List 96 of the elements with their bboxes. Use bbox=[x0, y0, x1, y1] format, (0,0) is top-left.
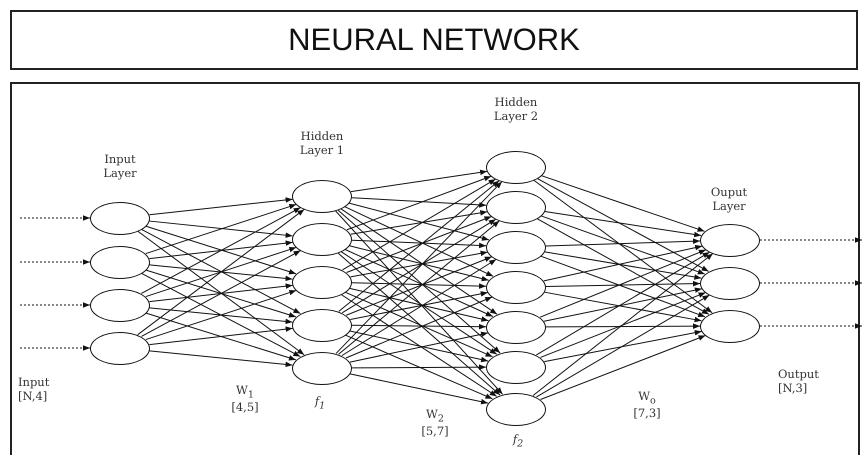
neuron-circle bbox=[90, 202, 150, 234]
arrow bbox=[543, 244, 703, 282]
layer-label: W$_{o}$ [7,3] bbox=[632, 390, 662, 421]
arrow bbox=[350, 210, 488, 235]
neuron-circle bbox=[700, 266, 760, 300]
layer-label: Input [N,4] bbox=[18, 376, 50, 404]
arrow bbox=[540, 292, 706, 358]
arrow bbox=[532, 253, 714, 396]
arrow bbox=[352, 324, 486, 330]
arrow bbox=[346, 176, 492, 230]
arrow bbox=[20, 259, 90, 265]
arrow bbox=[760, 323, 862, 329]
neuron-circle bbox=[700, 310, 760, 342]
arrow bbox=[760, 280, 862, 286]
arrow bbox=[137, 230, 305, 356]
layer-label: Hidden Layer 1 bbox=[298, 130, 346, 158]
arrow bbox=[351, 282, 487, 289]
arrow bbox=[146, 226, 296, 274]
arrow bbox=[344, 206, 494, 277]
arrow bbox=[145, 204, 297, 254]
arrow bbox=[141, 228, 301, 314]
arrow bbox=[20, 302, 90, 308]
arrow bbox=[342, 178, 496, 270]
arrow bbox=[20, 215, 90, 221]
arrow bbox=[145, 246, 297, 298]
arrow bbox=[544, 210, 702, 238]
arrow bbox=[348, 245, 490, 282]
arrow bbox=[149, 350, 293, 368]
arrow bbox=[20, 345, 90, 351]
arrow bbox=[351, 240, 487, 248]
arrow bbox=[148, 283, 294, 302]
arrow bbox=[141, 272, 301, 358]
neuron-circle bbox=[486, 150, 546, 184]
neuron-circle bbox=[292, 352, 352, 384]
arrow bbox=[536, 218, 710, 315]
neuron-circle bbox=[292, 222, 352, 256]
layer-label: f$_{2}$ bbox=[511, 433, 524, 450]
arrow bbox=[346, 216, 492, 273]
layer-label: f$_{1}$ bbox=[313, 395, 326, 412]
arrow bbox=[545, 280, 701, 287]
arrow bbox=[345, 334, 493, 400]
arrow bbox=[536, 178, 710, 272]
layer-label: Input Layer bbox=[102, 153, 138, 181]
arrow bbox=[140, 207, 302, 294]
arrow bbox=[536, 294, 710, 398]
arrow bbox=[148, 326, 294, 346]
neuron-circle bbox=[700, 224, 760, 256]
arrow bbox=[145, 290, 297, 340]
arrow bbox=[146, 312, 296, 360]
layer-label: Ouput Layer bbox=[710, 186, 748, 214]
title: NEURAL NETWORK bbox=[288, 22, 580, 58]
arrow bbox=[336, 181, 502, 354]
arrow bbox=[137, 208, 305, 336]
neuron-circle bbox=[90, 288, 150, 322]
neuron-circle bbox=[486, 310, 546, 344]
neuron-circle bbox=[292, 308, 352, 342]
arrow bbox=[348, 202, 490, 241]
arrow bbox=[546, 323, 700, 329]
arrow bbox=[536, 252, 710, 356]
arrow bbox=[148, 240, 294, 260]
arrow bbox=[540, 215, 706, 275]
arrow bbox=[149, 307, 293, 324]
arrow bbox=[540, 335, 706, 400]
layer-label: Hidden Layer 2 bbox=[492, 96, 540, 124]
neuron-circle bbox=[486, 392, 546, 426]
arrow bbox=[146, 270, 296, 318]
neuron-circle bbox=[486, 270, 546, 304]
arrow bbox=[140, 250, 302, 337]
arrow bbox=[148, 220, 294, 238]
arrow bbox=[350, 170, 488, 192]
arrow bbox=[545, 238, 701, 247]
arrow bbox=[148, 197, 294, 216]
arrow bbox=[533, 180, 713, 314]
neuron-circle bbox=[486, 230, 546, 264]
arrow bbox=[541, 175, 705, 232]
arrow bbox=[334, 210, 504, 395]
layer-label: Output [N,3] bbox=[778, 368, 820, 396]
neuron-circle bbox=[292, 266, 352, 298]
neuron-circle bbox=[486, 350, 546, 384]
arrow bbox=[760, 237, 862, 243]
arrow bbox=[149, 264, 293, 282]
neuron-circle bbox=[292, 180, 352, 212]
arrow bbox=[350, 250, 488, 278]
layer-label: W$_{2}$ [5,7] bbox=[420, 408, 450, 439]
layer-label: W$_{1}$ [4,5] bbox=[230, 384, 260, 415]
neuron-circle bbox=[486, 190, 546, 224]
arrow bbox=[352, 364, 486, 370]
arrow bbox=[340, 294, 498, 397]
arrow bbox=[337, 252, 501, 396]
arrow bbox=[338, 180, 500, 312]
arrow bbox=[350, 373, 488, 404]
arrow bbox=[544, 330, 702, 362]
neuron-circle bbox=[90, 246, 150, 278]
arrow bbox=[544, 251, 702, 280]
neuron-circle bbox=[90, 332, 150, 364]
arrow bbox=[351, 197, 487, 208]
